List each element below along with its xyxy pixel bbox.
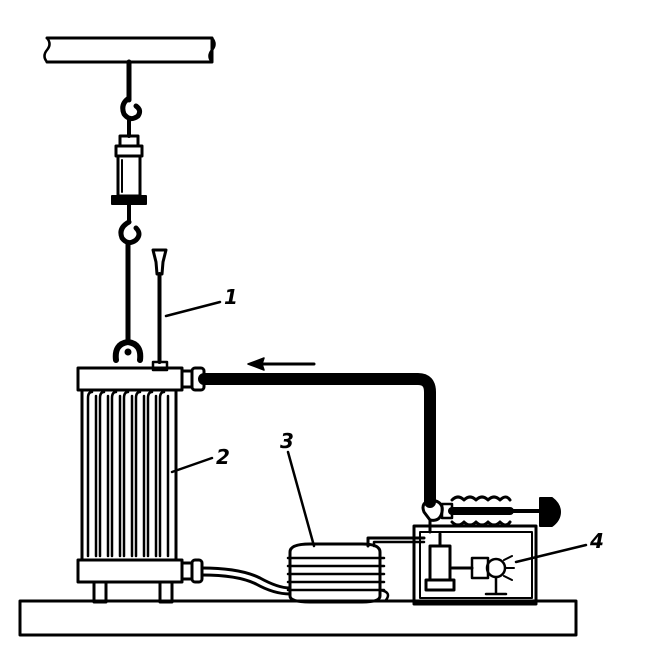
lower-hook [118,219,142,246]
leader-lines [164,300,588,564]
radiator [76,366,206,604]
callout-3: 3 [280,429,294,453]
ceiling-beam [43,36,216,64]
callout-2: 2 [216,445,230,469]
funnel-standpipe [151,248,169,372]
flow-arrow [247,357,316,371]
lower-hose [200,566,292,596]
dynamometer [111,134,147,224]
lifting-eye [112,339,144,363]
pump-unit [412,524,538,606]
callout-4: 4 [589,529,604,553]
upper-hook [120,95,143,138]
callout-1: 1 [224,285,238,309]
upper-hose [198,373,436,508]
insulator-valve [421,495,561,534]
coil-vessel [286,536,426,604]
base-plate [18,599,578,637]
